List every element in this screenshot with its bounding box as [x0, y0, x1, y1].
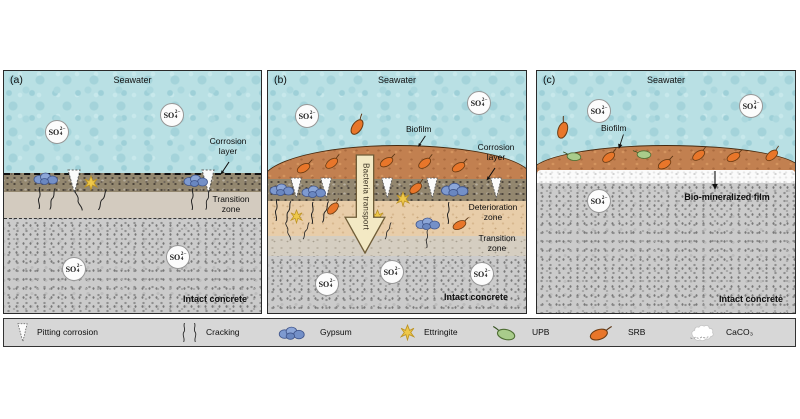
corrosion-layer-label: Corrosion layer	[477, 142, 515, 162]
crack-icon	[274, 199, 278, 221]
pointer-arrow-icon	[485, 167, 496, 182]
gypsum-icon	[33, 172, 58, 185]
gypsum-icon	[183, 174, 208, 187]
legend-label: Cracking	[206, 327, 240, 337]
ettringite-icon	[400, 324, 415, 341]
seawater-label: Seawater	[377, 75, 417, 85]
ettringite-icon	[396, 191, 410, 207]
transition-zone-label: Transition zone	[478, 233, 516, 253]
crack-icon	[190, 188, 194, 210]
panel-tag: (a)	[10, 74, 23, 86]
corrosion-layer-label: Corrosion layer	[209, 136, 247, 156]
ion-sup: 2−	[59, 126, 66, 132]
pointer-arrow-icon	[711, 171, 719, 191]
crack-icon	[37, 187, 41, 209]
pointer-arrow-icon	[219, 161, 230, 176]
bio-mineralized-film-label: Bio-mineralized film	[684, 192, 770, 202]
deterioration-zone-label: Deterioration zone	[468, 202, 518, 222]
legend-label: Ettringite	[424, 327, 458, 337]
intact-concrete-label: Intact concrete	[718, 294, 783, 304]
seawater-label: Seawater	[113, 75, 152, 85]
biofilm-label: Biofilm	[601, 123, 627, 133]
ion-base: SO	[48, 127, 60, 137]
biofilm-label: Biofilm	[406, 124, 432, 134]
crack-icon	[446, 202, 450, 224]
gypsum-icon	[278, 326, 305, 340]
gypsum-icon	[441, 182, 469, 197]
crack-icon	[310, 202, 314, 224]
gypsum-icon	[269, 183, 294, 196]
intact-concrete-label: Intact concrete	[182, 294, 247, 304]
transition-zone-label: Transition zone	[212, 194, 250, 214]
intact-concrete-region	[537, 181, 795, 313]
cracking-icon	[193, 323, 197, 342]
bio-mineralized-film-band	[537, 170, 795, 183]
legend-bar: Pitting corrosion Cracking Gypsum Ettrin…	[3, 318, 796, 347]
gypsum-icon	[301, 185, 326, 198]
legend-label: Pitting corrosion	[37, 327, 98, 337]
intact-concrete-region	[4, 218, 261, 313]
intact-concrete-label: Intact concrete	[443, 292, 508, 302]
bacteria-transport-label: Bacteria transport	[361, 163, 371, 230]
legend-label: Gypsum	[320, 327, 352, 337]
caco3-icon	[689, 324, 714, 342]
panel-tag: (b)	[274, 74, 287, 86]
panel-tag: (c)	[543, 74, 556, 86]
srb-icon	[588, 326, 613, 341]
ion-sub: 4	[59, 131, 63, 137]
legend-label: SRB	[628, 327, 646, 337]
seawater-label: Seawater	[646, 75, 686, 85]
pitting-corrosion-icon	[17, 323, 28, 342]
crack-icon	[425, 230, 429, 248]
legend-label: UPB	[532, 327, 550, 337]
pointer-arrow-icon	[417, 135, 426, 148]
transition-zone-band	[4, 192, 261, 218]
cracking-icon	[182, 323, 186, 342]
upb-icon	[492, 326, 517, 341]
ettringite-icon	[84, 175, 98, 191]
legend-label: CaCO₃	[726, 327, 754, 337]
deterioration-zone-band	[268, 201, 526, 237]
